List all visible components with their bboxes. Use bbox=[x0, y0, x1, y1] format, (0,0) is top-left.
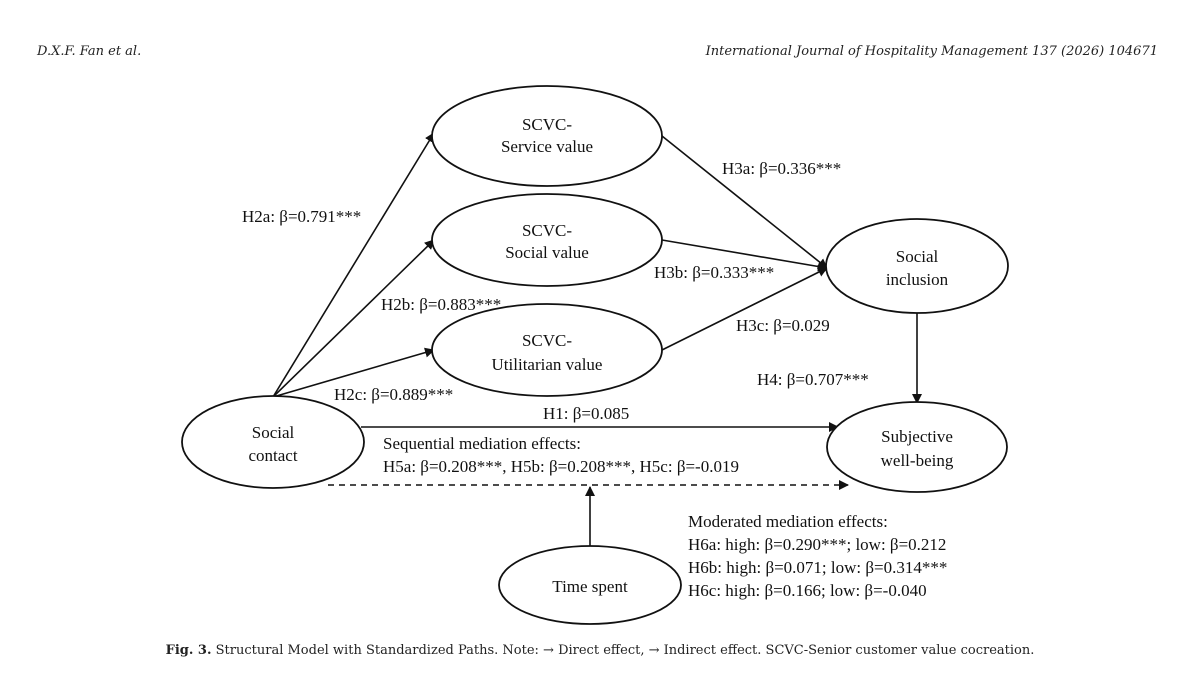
label-h2b: H2b: β=0.883*** bbox=[381, 295, 501, 314]
moderated-line-h6c: H6c: high: β=0.166; low: β=-0.040 bbox=[688, 581, 927, 600]
caption-text: Structural Model with Standardized Paths… bbox=[215, 643, 1035, 658]
moderated-title: Moderated mediation effects: bbox=[688, 512, 888, 531]
edge-h3b bbox=[661, 239, 828, 272]
sequential-title: Sequential mediation effects: bbox=[383, 434, 581, 453]
moderated-line-h6b: H6b: high: β=0.071; low: β=0.314*** bbox=[688, 558, 947, 577]
figure-caption: Fig. 3. Structural Model with Standardiz… bbox=[0, 643, 1200, 658]
edge-h2a bbox=[272, 132, 435, 398]
time-spent-label: Time spent bbox=[552, 577, 628, 596]
edge-h3c bbox=[661, 267, 828, 351]
label-h3c: H3c: β=0.029 bbox=[736, 316, 830, 335]
label-h1: H1: β=0.085 bbox=[543, 404, 629, 423]
social-contact-line2: contact bbox=[248, 446, 297, 465]
social-inclusion-line2: inclusion bbox=[886, 270, 949, 289]
label-h4: H4: β=0.707*** bbox=[757, 370, 869, 389]
caption-label: Fig. 3. bbox=[165, 643, 212, 658]
label-h3a: H3a: β=0.336*** bbox=[722, 159, 841, 178]
social-value-line1: SCVC- bbox=[522, 221, 572, 240]
node-utilitarian-value bbox=[431, 303, 663, 397]
node-service-value bbox=[431, 85, 663, 187]
social-inclusion-line1: Social bbox=[896, 247, 939, 266]
label-h2a: H2a: β=0.791*** bbox=[242, 207, 361, 226]
header-authors: D.X.F. Fan et al. bbox=[37, 44, 142, 59]
node-social-contact bbox=[181, 395, 365, 489]
edge-h2b bbox=[272, 239, 435, 398]
label-h3b: H3b: β=0.333*** bbox=[654, 263, 774, 282]
social-value-line2: Social value bbox=[505, 243, 589, 262]
moderated-line-h6a: H6a: high: β=0.290***; low: β=0.212 bbox=[688, 535, 946, 554]
node-subjective-wellbeing bbox=[826, 401, 1008, 493]
utilitarian-value-line2: Utilitarian value bbox=[492, 355, 603, 374]
subjective-wellbeing-line1: Subjective bbox=[881, 427, 953, 446]
sequential-values: H5a: β=0.208***, H5b: β=0.208***, H5c: β… bbox=[383, 457, 739, 476]
label-h2c: H2c: β=0.889*** bbox=[334, 385, 453, 404]
node-social-inclusion bbox=[825, 218, 1009, 314]
utilitarian-value-line1: SCVC- bbox=[522, 331, 572, 350]
edge-h3a bbox=[661, 135, 828, 269]
header-journal: International Journal of Hospitality Man… bbox=[705, 44, 1158, 59]
subjective-wellbeing-line2: well-being bbox=[881, 451, 954, 470]
node-social-value bbox=[431, 193, 663, 287]
service-value-line1: SCVC- bbox=[522, 115, 572, 134]
node-time-spent bbox=[498, 545, 682, 625]
social-contact-line1: Social bbox=[252, 423, 295, 442]
service-value-line2: Service value bbox=[501, 137, 593, 156]
edge-h2c bbox=[272, 347, 435, 398]
